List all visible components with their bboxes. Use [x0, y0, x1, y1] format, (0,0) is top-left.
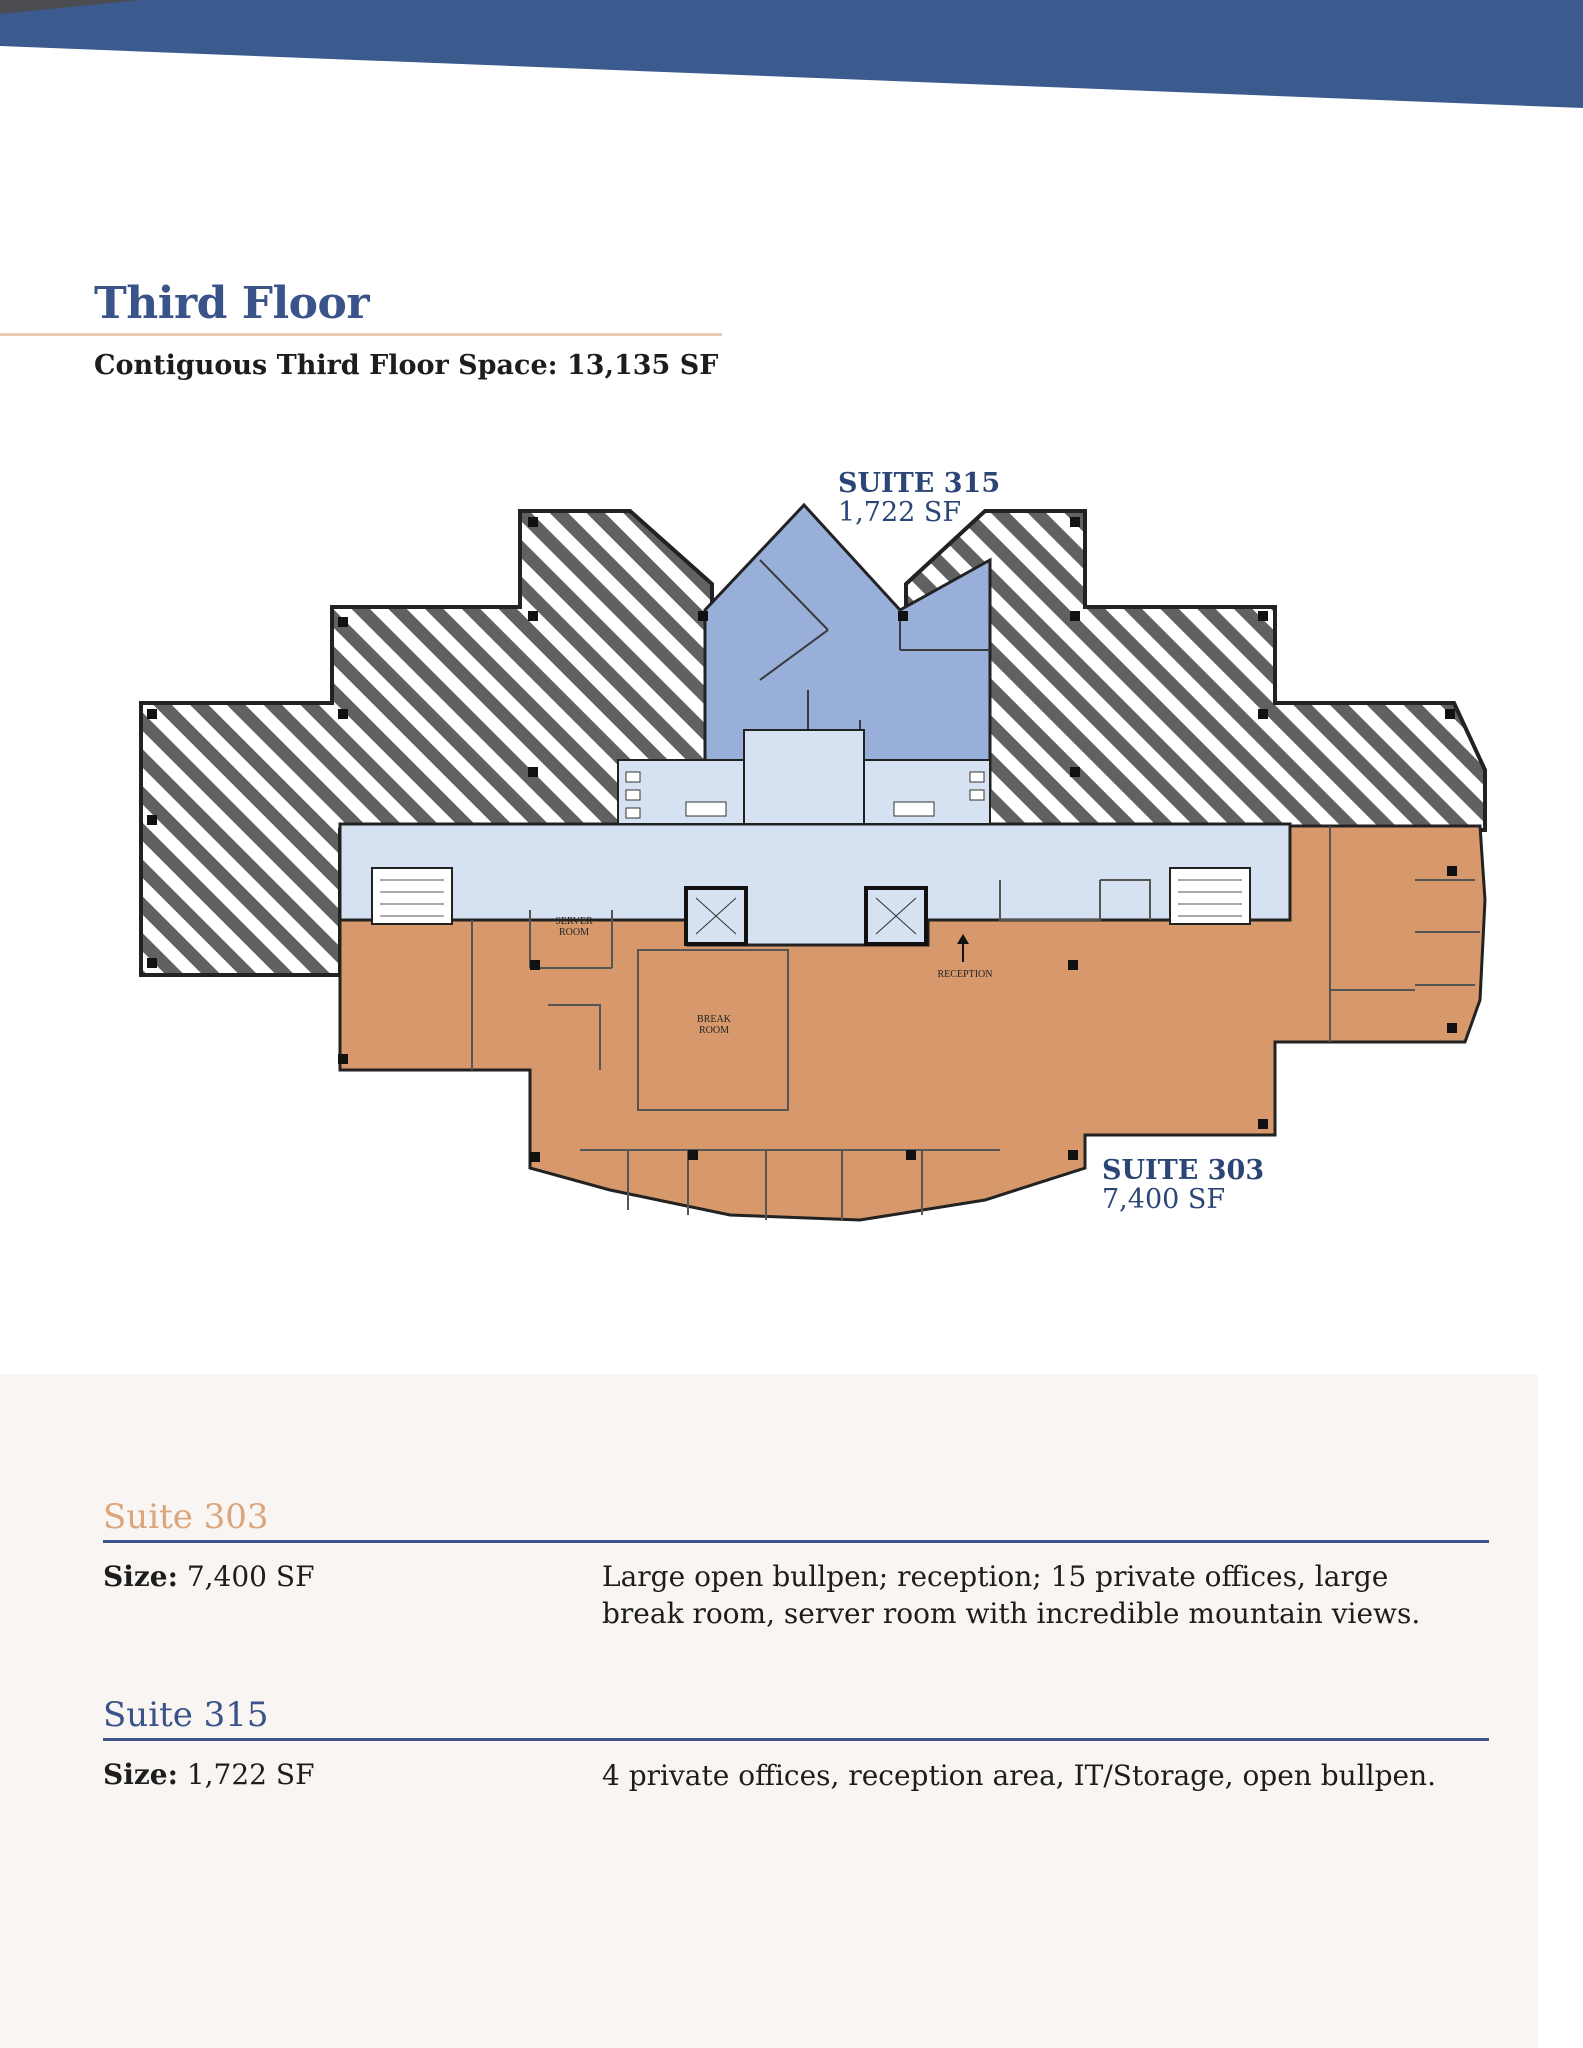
break-room-label-2: ROOM [699, 1025, 729, 1036]
hatched-area-left [139, 509, 714, 977]
suite-315-divider [103, 1738, 1489, 1741]
structural-columns [147, 517, 1457, 1162]
suite-303-size-line: Size: 7,400 SF [103, 1560, 315, 1593]
page-title: Third Floor [94, 278, 370, 329]
elevator-core [684, 886, 928, 946]
stair-core-left [371, 867, 453, 925]
suite-315-description: 4 private offices, reception area, IT/St… [602, 1759, 1437, 1792]
reception-label: RECEPTION [938, 969, 993, 980]
server-room-label-1: SERVER [555, 916, 593, 927]
suite-303-description: Large open bullpen; reception; 15 privat… [602, 1560, 1421, 1630]
suite-315-name: SUITE 315 [838, 468, 1001, 499]
top-banner [0, 0, 1583, 108]
size-value: 1,722 SF [186, 1758, 315, 1791]
size-value: 7,400 SF [186, 1560, 315, 1593]
suite-303-size: 7,400 SF [1102, 1184, 1226, 1215]
floor-plan: SERVER ROOM BREAK ROOM RECEPTION [139, 502, 1487, 1222]
suite-303-plan-label: SUITE 303 7,400 SF [1102, 1157, 1264, 1213]
suite-315-plan-label: SUITE 315 1,722 SF [838, 470, 1000, 526]
size-label: Size: [103, 1758, 178, 1791]
suite-303-divider [103, 1540, 1489, 1543]
suite-315-heading: Suite 315 [103, 1695, 269, 1735]
break-room-label-1: BREAK [697, 1014, 732, 1025]
stair-core-right [1169, 867, 1251, 925]
size-label: Size: [103, 1560, 178, 1593]
suite-315-size-line: Size: 1,722 SF [103, 1758, 315, 1791]
suite-303-heading: Suite 303 [103, 1497, 269, 1537]
suite-315-size: 1,722 SF [838, 497, 962, 528]
hatched-area-right [904, 509, 1487, 832]
page-subtitle: Contiguous Third Floor Space: 13,135 SF [94, 350, 719, 381]
restroom-fixtures [625, 771, 985, 819]
title-divider [0, 333, 722, 336]
server-room-label-2: ROOM [559, 927, 589, 938]
suite-303-name: SUITE 303 [1102, 1155, 1265, 1186]
suite-details-panel [0, 1374, 1538, 2048]
reception-arrow-icon [957, 934, 969, 962]
